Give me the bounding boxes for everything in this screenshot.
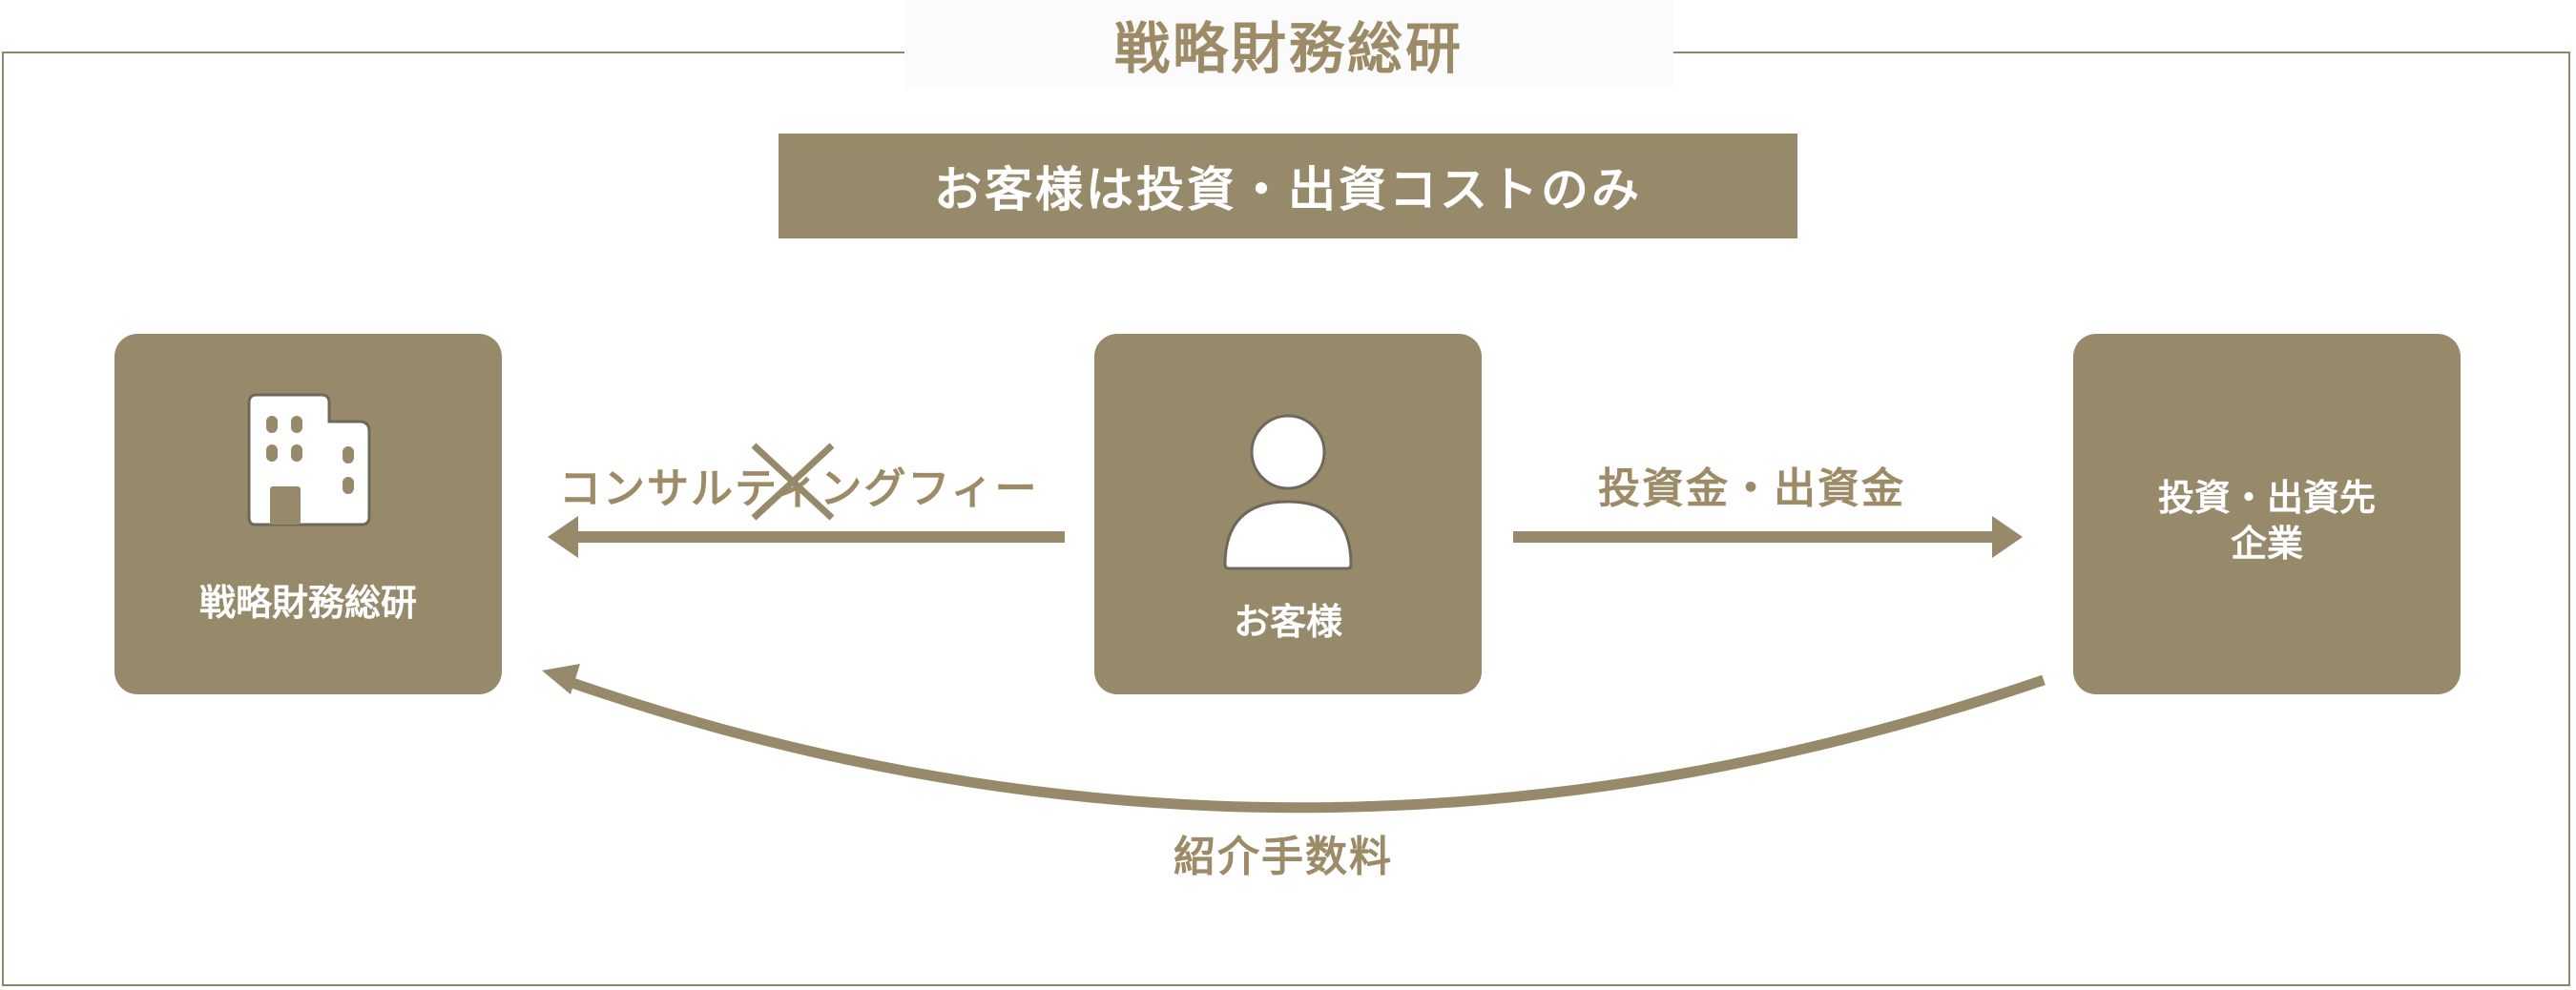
- firm-label: 戦略財務総研: [198, 581, 417, 624]
- investee-label-line1: 投資・出資先: [2157, 476, 2376, 519]
- consulting-arrow: [548, 516, 1065, 558]
- referral-fee-arrow: [542, 664, 2046, 814]
- investee-label-line2: 企業: [2230, 522, 2303, 565]
- diagram-title: 戦略財務総研: [1113, 16, 1464, 81]
- title-container: 戦略財務総研: [904, 0, 1673, 88]
- strike-cross-icon: [751, 443, 835, 521]
- banner-text: お客様は投資・出資コストのみ: [934, 161, 1642, 217]
- investment-label: 投資金・出資金: [1598, 464, 1905, 513]
- referral-fee-label: 紹介手数料: [1174, 833, 1393, 881]
- banner: お客様は投資・出資コストのみ: [779, 134, 1797, 238]
- person-icon: [1223, 414, 1353, 570]
- investee-node: 投資・出資先 企業: [2073, 334, 2461, 694]
- client-node: お客様: [1094, 334, 1482, 694]
- investee-label: 投資・出資先 企業: [2073, 475, 2461, 567]
- client-label: お客様: [1233, 600, 1342, 643]
- investment-arrow: [1513, 516, 2023, 558]
- building-icon: [247, 393, 371, 526]
- firm-node: 戦略財務総研: [114, 334, 502, 694]
